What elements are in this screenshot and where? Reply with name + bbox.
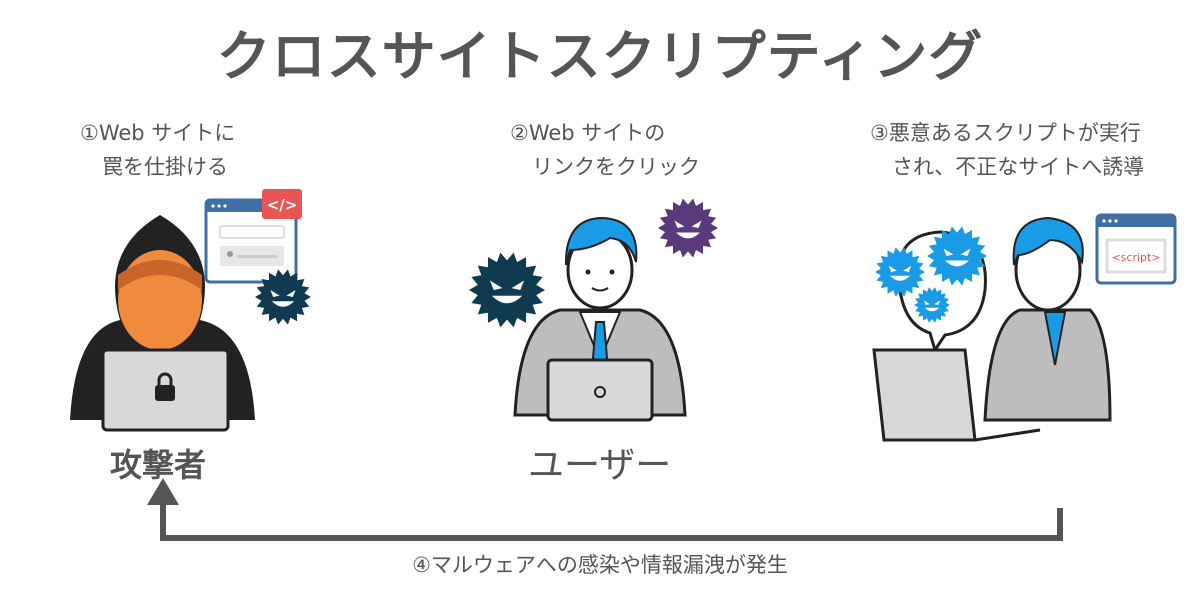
step1-line1: ①Web サイトに xyxy=(80,121,236,145)
virus-icon xyxy=(658,198,718,258)
step2-line1: ②Web サイトの xyxy=(510,121,666,145)
return-arrow xyxy=(147,478,1063,541)
arrow-head-icon xyxy=(147,478,179,505)
victim-illustration xyxy=(872,216,1112,442)
laptop xyxy=(872,348,977,442)
attacker-illustration xyxy=(70,215,255,432)
step3-label: ③悪意あるスクリプトが実行 され、不正なサイトへ誘導 xyxy=(870,116,1144,184)
page-title: クロスサイトスクリプティング xyxy=(216,25,984,88)
virus-icon xyxy=(469,252,545,328)
user-label: ユーザー xyxy=(528,445,672,486)
svg-text:</>: </> xyxy=(267,196,298,214)
code-badge-icon: </> xyxy=(262,189,302,219)
lock-icon xyxy=(155,372,175,401)
step3-line2: され、不正なサイトへ誘導 xyxy=(892,155,1145,179)
laptop xyxy=(546,358,654,422)
svg-text:<script>: <script> xyxy=(1111,251,1160,264)
user-illustration xyxy=(513,216,687,422)
step1-label: ①Web サイトに 罠を仕掛ける xyxy=(80,116,235,184)
virus-icon xyxy=(927,226,987,286)
step2-line2: リンクをクリック xyxy=(532,155,700,179)
virus-icon xyxy=(875,247,925,297)
virus-icon xyxy=(255,269,311,325)
virus-icon xyxy=(914,287,950,323)
step3-line1: ③悪意あるスクリプトが実行 xyxy=(870,121,1141,145)
step1-line2: 罠を仕掛ける xyxy=(102,155,228,179)
step4-label: ④マルウェアへの感染や情報漏洩が発生 xyxy=(412,553,788,577)
script-window-icon: <script> xyxy=(1095,213,1177,285)
attacker-label: 攻撃者 xyxy=(110,446,207,484)
step2-label: ②Web サイトの リンクをクリック xyxy=(510,116,700,184)
